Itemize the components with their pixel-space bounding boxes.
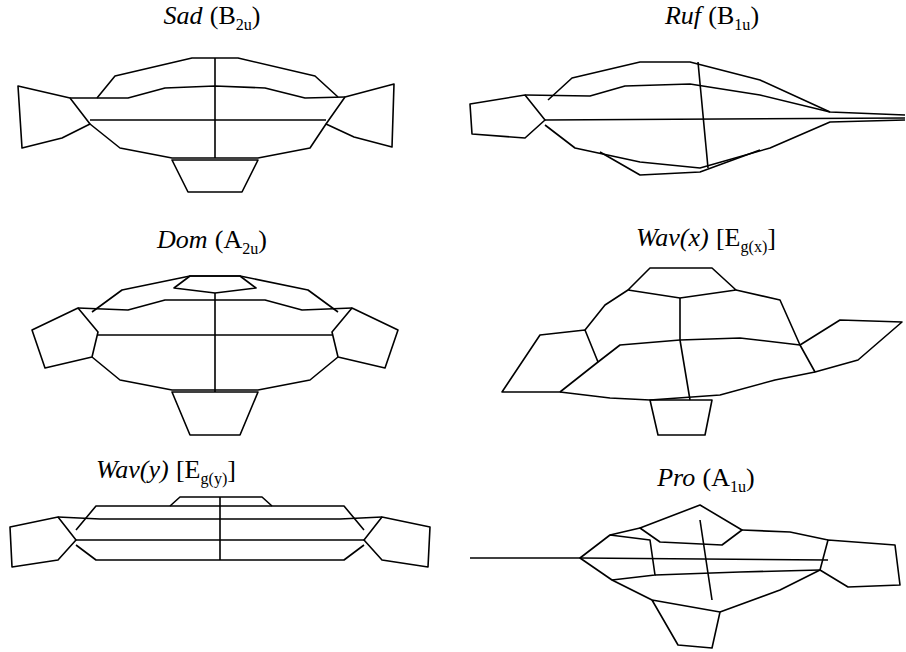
- distortion-name: Ruf: [665, 1, 701, 30]
- distortion-name: Wav(x): [636, 223, 709, 252]
- mode-caption: Ruf(B1u): [665, 2, 759, 33]
- sad-figure: [18, 58, 394, 192]
- symmetry-label: (A: [215, 225, 242, 254]
- mode-caption: Wav(y)[Eg(y)]: [96, 456, 236, 487]
- symmetry-subscript: 1u: [734, 16, 750, 33]
- wav-y-figure: [10, 497, 430, 567]
- symmetry-label: ): [258, 225, 267, 254]
- mode-caption: Pro (A1u): [657, 464, 755, 495]
- symmetry-label: [E: [716, 223, 741, 252]
- wav-x-figure: [502, 268, 902, 435]
- distortion-name: Pro: [657, 463, 695, 492]
- symmetry-label: (A: [703, 463, 730, 492]
- symmetry-subscript: 2u: [242, 240, 258, 257]
- mode-caption: Wav(x)[Eg(x)]: [636, 224, 776, 255]
- mode-caption: Sad (B2u): [163, 2, 260, 33]
- pro-figure: [470, 505, 900, 648]
- symmetry-subscript: g(x): [740, 238, 767, 255]
- symmetry-label: [E: [176, 455, 201, 484]
- distortion-name: Dom: [157, 225, 208, 254]
- symmetry-label: ]: [227, 455, 236, 484]
- symmetry-label: ): [750, 1, 759, 30]
- ruf-figure: [470, 62, 905, 175]
- symmetry-label: ): [252, 1, 261, 30]
- symmetry-subscript: 1u: [730, 478, 746, 495]
- mode-caption: Dom(A2u): [157, 226, 267, 257]
- symmetry-label: (B: [708, 1, 734, 30]
- dom-figure: [32, 276, 398, 435]
- distortion-name: Sad: [163, 1, 202, 30]
- symmetry-subscript: g(y): [200, 470, 227, 487]
- symmetry-subscript: 2u: [236, 16, 252, 33]
- symmetry-label: (B: [210, 1, 236, 30]
- distortion-name: Wav(y): [96, 455, 169, 484]
- symmetry-label: ]: [767, 223, 776, 252]
- symmetry-label: ): [746, 463, 755, 492]
